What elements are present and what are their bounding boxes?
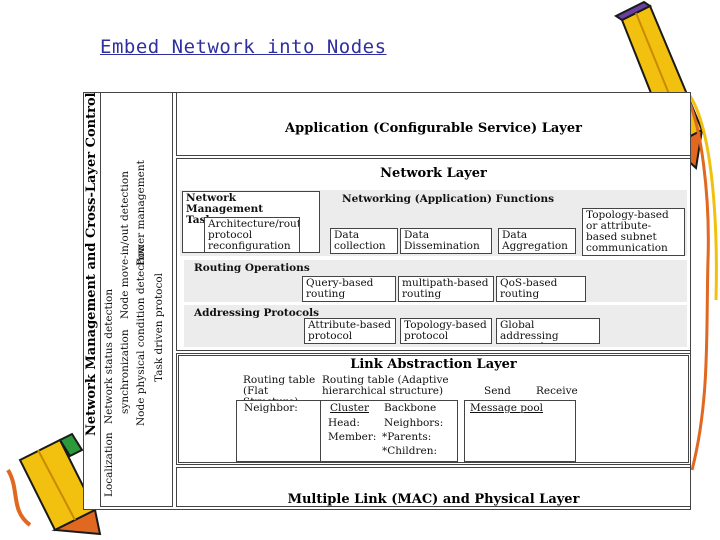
head-label: Head: [328, 417, 360, 429]
mgmt-tasks-label: Network Management Tasks [186, 192, 264, 226]
routing-table-box [236, 400, 458, 462]
routing-multipath: multipath-based routing [398, 276, 494, 302]
send-label: Send [484, 385, 511, 397]
pencil-icon [6, 432, 102, 536]
functions-label: Networking (Application) Functions [342, 193, 554, 205]
receive-label: Receive [536, 385, 578, 397]
addressing-topology: Topology-based protocol [400, 318, 492, 344]
application-layer: Application (Configurable Service) Layer [176, 92, 691, 156]
side-item-localization: Localization [103, 432, 115, 498]
addressing-attribute: Attribute-based protocol [304, 318, 396, 344]
network-layer-label: Network Layer [380, 166, 487, 181]
routing-query: Query-based routing [302, 276, 396, 302]
link-layer-label: Link Abstraction Layer [350, 357, 517, 372]
addressing-global: Global addressing protocol [496, 318, 600, 344]
routing-table-hier-label: Routing table (Adaptive hierarchical str… [322, 374, 449, 397]
backbone-label: Backbone [384, 402, 437, 414]
neighbors-label: Neighbors: [384, 417, 444, 429]
topology-subnet-box: Topology-based or attribute-based subnet… [582, 208, 685, 256]
side-item-node-move: Node move-in/out detection [119, 171, 131, 319]
message-pool-label: Message pool [470, 402, 543, 414]
page-title: Embed Network into Nodes [100, 36, 387, 58]
mgmt-tasks-item: Architecture/routing protocol reconfigur… [204, 217, 300, 253]
message-pool-box [464, 400, 576, 462]
side-item-synchronization: synchronization [119, 329, 131, 415]
children-label: *Children: [382, 445, 438, 457]
side-panel [100, 92, 173, 507]
member-label: Member: [328, 431, 377, 443]
function-data-aggregation: Data Aggregation [498, 228, 576, 254]
function-data-collection: Data collection [330, 228, 398, 254]
side-item-task-driven: Task driven protocol [153, 272, 165, 382]
routing-table-divider [320, 400, 321, 462]
side-item-power-mgmt: Power management [135, 160, 147, 266]
routing-qos: QoS-based routing [496, 276, 586, 302]
side-item-network-status: Network status detection [103, 288, 115, 424]
neighbor-label: Neighbor: [244, 402, 298, 414]
cluster-label: Cluster [330, 402, 369, 414]
side-panel-title: Network Management and Cross-Layer Contr… [84, 92, 99, 436]
routing-label: Routing Operations [194, 262, 310, 274]
function-data-dissemination: Data Dissemination [400, 228, 492, 254]
parents-label: *Parents: [382, 431, 432, 443]
mac-physical-layer: Multiple Link (MAC) and Physical Layer [176, 467, 691, 507]
side-item-physical-condition: Node physical condition detection [135, 244, 147, 426]
addressing-label: Addressing Protocols [194, 307, 320, 319]
